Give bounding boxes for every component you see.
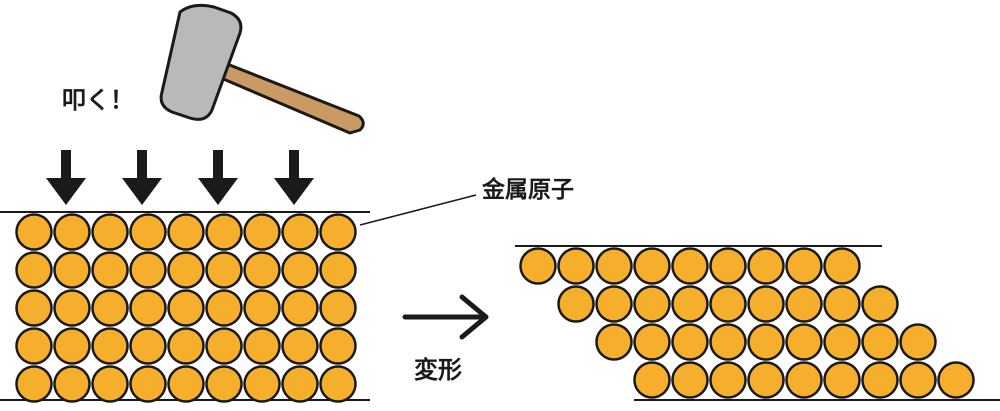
metal-atom xyxy=(243,213,281,251)
down-arrow-icon xyxy=(198,150,238,205)
metal-atom-deformed xyxy=(747,323,785,361)
metal-atom xyxy=(205,213,243,251)
metal-atom-deformed xyxy=(747,247,785,285)
strike-arrows xyxy=(46,150,314,205)
down-arrow-icon xyxy=(122,150,162,205)
atom-label-leader xyxy=(359,194,477,226)
metal-atom-deformed xyxy=(595,285,633,323)
metal-atom xyxy=(167,289,205,327)
metal-atom-deformed xyxy=(785,247,823,285)
metal-atom-deformed xyxy=(557,285,595,323)
metal-atom xyxy=(205,365,243,403)
metal-atom xyxy=(167,251,205,289)
metal-atom xyxy=(15,289,53,327)
metal-atom-deformed xyxy=(633,361,671,399)
metal-atom xyxy=(129,213,167,251)
hammer-handle xyxy=(206,54,365,135)
metal-atom xyxy=(167,327,205,365)
metal-atom xyxy=(319,251,357,289)
metal-atom xyxy=(129,327,167,365)
metal-atom xyxy=(281,289,319,327)
metal-atom xyxy=(243,251,281,289)
metal-atom xyxy=(167,213,205,251)
metal-atom-deformed xyxy=(671,323,709,361)
metal-atom-deformed xyxy=(785,361,823,399)
hammer-icon xyxy=(159,3,365,135)
metal-atom-deformed xyxy=(709,361,747,399)
metal-atom-deformed xyxy=(861,323,899,361)
metal-atom-deformed xyxy=(595,247,633,285)
metal-atom xyxy=(15,213,53,251)
metal-atom-deformed xyxy=(899,361,937,399)
metal-atom-deformed xyxy=(747,285,785,323)
metal-atom-deformed xyxy=(709,285,747,323)
metal-atom-deformed xyxy=(937,361,975,399)
metal-atom xyxy=(243,365,281,403)
metal-atom xyxy=(91,213,129,251)
metal-atom xyxy=(243,289,281,327)
metal-atom-deformed xyxy=(671,361,709,399)
hammer-head xyxy=(159,3,243,121)
down-arrow-icon xyxy=(274,150,314,205)
metal-atom-deformed xyxy=(861,285,899,323)
metal-atom-deformed xyxy=(633,323,671,361)
metal-atom xyxy=(319,365,357,403)
metal-atom xyxy=(129,365,167,403)
metal-atom-deformed xyxy=(785,323,823,361)
metal-atom-deformed xyxy=(709,247,747,285)
metal-atom xyxy=(319,213,357,251)
metal-atom-deformed xyxy=(823,361,861,399)
metal-atom xyxy=(205,327,243,365)
metal-atom xyxy=(129,251,167,289)
metal-atom xyxy=(129,289,167,327)
metal-atom xyxy=(205,289,243,327)
metal-atom xyxy=(53,365,91,403)
metal-atom-deformed xyxy=(823,285,861,323)
strike-label: 叩く！ xyxy=(62,86,134,114)
metal-atom xyxy=(205,251,243,289)
metal-atom xyxy=(91,327,129,365)
metal-atom xyxy=(281,327,319,365)
metal-atom xyxy=(15,365,53,403)
atoms-before xyxy=(15,213,357,403)
metal-atom-deformed xyxy=(633,247,671,285)
metal-atom xyxy=(91,251,129,289)
metal-atom xyxy=(53,251,91,289)
metal-atom xyxy=(243,327,281,365)
metal-atom-deformed xyxy=(595,323,633,361)
metal-atom xyxy=(53,289,91,327)
metal-atom xyxy=(53,327,91,365)
metal-atom xyxy=(15,251,53,289)
metal-atom-deformed xyxy=(823,247,861,285)
metal-atom xyxy=(281,251,319,289)
metal-atom xyxy=(281,213,319,251)
metal-atom-deformed xyxy=(633,285,671,323)
metal-atom xyxy=(167,365,205,403)
metal-atom-deformed xyxy=(557,247,595,285)
metal-atom-deformed xyxy=(785,285,823,323)
metal-atom-deformed xyxy=(709,323,747,361)
metal-atom-deformed xyxy=(899,323,937,361)
metal-atom xyxy=(319,327,357,365)
down-arrow-icon xyxy=(46,150,86,205)
right-arrow-icon xyxy=(402,294,489,340)
metal-atom xyxy=(91,365,129,403)
metal-atom-deformed xyxy=(747,361,785,399)
metal-atom xyxy=(15,327,53,365)
metal-atom xyxy=(319,289,357,327)
atoms-after xyxy=(519,247,975,399)
metal-atom-label: 金属原子 xyxy=(482,177,574,203)
metal-atom-deformed xyxy=(671,285,709,323)
metal-atom xyxy=(53,213,91,251)
metal-atom-deformed xyxy=(823,323,861,361)
deform-label: 変形 xyxy=(414,356,462,384)
metal-atom-deformed xyxy=(671,247,709,285)
metal-atom xyxy=(91,289,129,327)
metal-atom-deformed xyxy=(519,247,557,285)
metal-atom-deformed xyxy=(861,361,899,399)
metal-atom xyxy=(281,365,319,403)
